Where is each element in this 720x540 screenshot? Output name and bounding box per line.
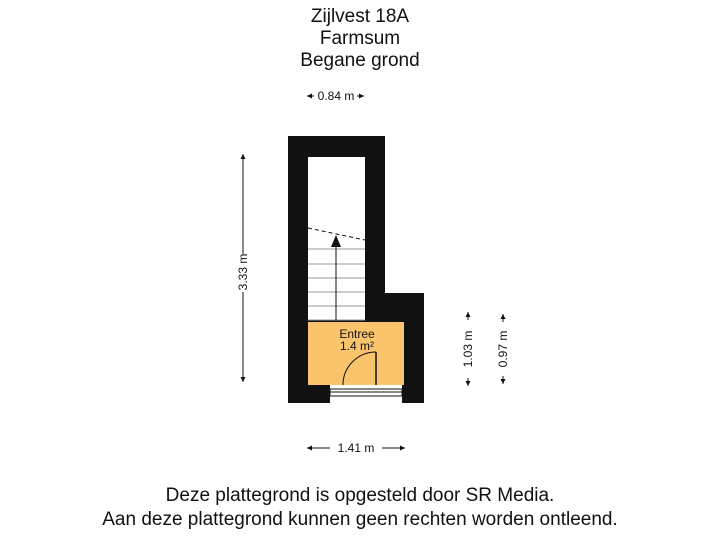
dimension-top: 0.84 m: [307, 89, 364, 103]
dimension-top-label: 0.84 m: [318, 89, 355, 103]
disclaimer: Deze plattegrond is opgesteld door SR Me…: [0, 484, 720, 532]
room-area: 1.4 m²: [340, 339, 374, 353]
title-block: Zijlvest 18A Farmsum Begane grond: [0, 6, 720, 72]
wall-outline: [288, 136, 424, 403]
stair-landing-wall: [308, 320, 365, 322]
dimension-right-1-label: 1.03 m: [461, 331, 475, 368]
floor-name: Begane grond: [300, 50, 420, 71]
dimension-right-2: 0.97 m: [496, 314, 510, 384]
address-city: Farmsum: [319, 28, 401, 49]
stair-cut-line: [307, 227, 366, 241]
dimension-bottom-label: 1.41 m: [338, 441, 375, 455]
door: [342, 351, 377, 386]
room-name: Entree: [339, 327, 375, 341]
address-street: Zijlvest 18A: [310, 6, 410, 27]
walls: [288, 136, 424, 403]
dimension-right-2-label: 0.97 m: [496, 331, 510, 368]
dimension-right-1: 1.03 m: [461, 312, 475, 386]
dimension-left-label: 3.33 m: [236, 254, 250, 291]
disclaimer-line-2: Aan deze plattegrond kunnen geen rechten…: [102, 509, 618, 530]
dimension-left: 3.33 m: [236, 154, 250, 382]
disclaimer-line-1: Deze plattegrond is opgesteld door SR Me…: [165, 485, 555, 506]
interior-wall: [365, 313, 404, 322]
entrance-opening: [329, 385, 403, 403]
room-entree-fill: [308, 322, 404, 385]
dimension-bottom: 1.41 m: [307, 441, 405, 455]
stair-arrow-icon: [331, 235, 341, 247]
